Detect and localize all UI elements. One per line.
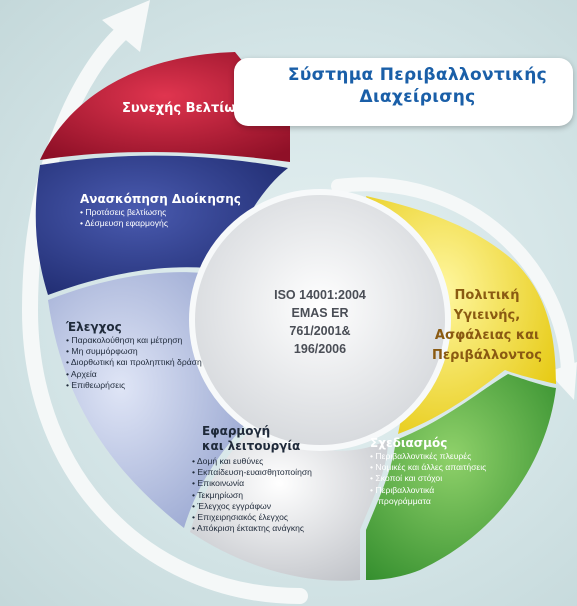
list-item: Μη συμμόρφωση [66, 346, 202, 357]
list-item: Αρχεία [66, 369, 202, 380]
center-line-1: ISO 14001:2004 [274, 288, 366, 302]
outer-arrow-tip [102, 0, 150, 52]
list-item: Δέσμευση εφαρμογής [80, 218, 241, 229]
inner-cycle-arrow [331, 177, 575, 379]
checking-label: Έλεγχος Παρακολούθηση και μέτρηση Μη συμ… [66, 320, 202, 391]
list-item: Επιθεωρήσεις [66, 380, 202, 391]
implementation-items: Δομή και ευθύνες Εκπαίδευση-ευαισθητοποί… [192, 456, 312, 534]
list-item: Δομή και ευθύνες [192, 456, 312, 467]
center-line-3: 196/2006 [293, 342, 347, 357]
list-item: Τεκμηρίωση [192, 490, 312, 501]
list-item: Προτάσεις βελτίωσης [80, 207, 241, 218]
planning-items: Περιβαλλοντικές πλευρές Νομικές και άλλε… [370, 451, 486, 507]
list-item: Έλεγχος εγγράφων [192, 501, 312, 512]
planning-label: Σχεδιασμός Περιβαλλοντικές πλευρές Νομικ… [370, 436, 486, 507]
outer-cycle-arrow [21, 22, 308, 604]
policy-line-4: Περιβάλλοντος [432, 348, 542, 364]
review-label: Ανασκόπηση Διοίκησης Προτάσεις βελτίωσης… [80, 192, 241, 229]
list-item: Διορθωτική και προληπτική δράση [66, 357, 202, 368]
implementation-label: Εφαρμογή και λειτουργία Δομή και ευθύνες… [192, 424, 312, 534]
list-item-continued: προγράμματα [378, 495, 431, 506]
list-item: Εκπαίδευση-ευαισθητοποίηση [192, 467, 312, 478]
list-item: Επικοινωνία [192, 478, 312, 489]
policy-label: Πολιτική Υγιεινής, Ασφάλειας και Περιβάλ… [412, 286, 562, 367]
implementation-title-2: και λειτουργία [202, 439, 301, 453]
checking-title: Έλεγχος [66, 320, 122, 334]
improvement-segment [40, 52, 290, 162]
title-box [234, 58, 573, 126]
checking-items: Παρακολούθηση και μέτρηση Μη συμμόρφωση … [66, 335, 202, 391]
improvement-title: Συνεχής Βελτίωση [122, 101, 256, 116]
review-title: Ανασκόπηση Διοίκησης [80, 192, 241, 206]
list-item: Σκοποί και στόχοι [370, 473, 486, 484]
list-item: Επιχειρησιακός έλεγχος [192, 512, 312, 523]
implementation-title-1: Εφαρμογή [202, 424, 271, 438]
list-item: Περιβαλλοντικά [370, 485, 486, 496]
review-items: Προτάσεις βελτίωσης Δέσμευση εφαρμογής [80, 207, 241, 229]
list-item: Παρακολούθηση και μέτρηση [66, 335, 202, 346]
list-item: Περιβαλλοντικές πλευρές [370, 451, 486, 462]
policy-line-2: Υγιεινής, [453, 308, 521, 324]
planning-title: Σχεδιασμός [370, 436, 448, 450]
center-line-2: EMAS ER 761/2001& [289, 306, 351, 339]
policy-line-3: Ασφάλειας και [434, 328, 540, 344]
list-item: Νομικές και άλλες απαιτήσεις [370, 462, 486, 473]
list-item: Απόκριση έκτακτης ανάγκης [192, 523, 312, 534]
policy-line-1: Πολιτική [454, 288, 520, 303]
center-circle [189, 189, 451, 451]
center-standards: ISO 14001:2004 EMAS ER 761/2001& 196/200… [260, 286, 380, 359]
